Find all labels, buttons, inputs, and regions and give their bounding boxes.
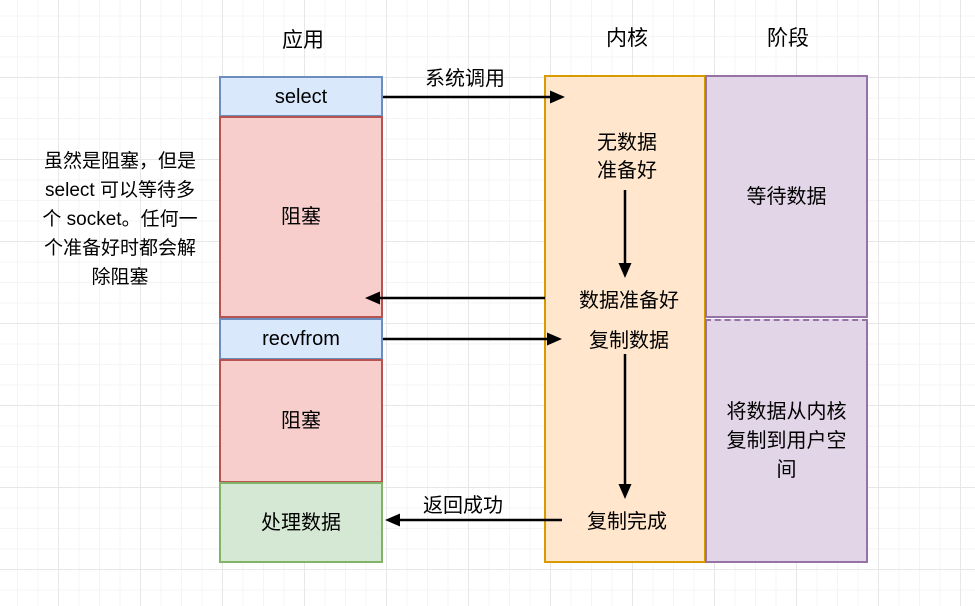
syscall-arrow-label: 系统调用 [425,68,505,90]
kernel-text-copy-data: 复制数据 [589,330,669,352]
blocking-box-2: 阻塞 [219,359,383,483]
blocking-box-1: 阻塞 [219,116,383,318]
column-header-stage: 阶段 [767,27,809,50]
kernel-text-data-ready: 数据准备好 [579,290,679,312]
kernel-text-copy-done: 复制完成 [587,511,667,533]
column-header-kernel: 内核 [606,27,648,50]
stage-copy-box: 将数据从内核 复制到用户空 间 [705,319,868,563]
recvfrom-box: recvfrom [219,318,383,360]
select-box: select [219,76,383,117]
kernel-text-no-data-ready: 无数据 准备好 [597,132,657,182]
process-data-box: 处理数据 [219,482,383,563]
column-header-app: 应用 [282,29,324,52]
return-success-arrow-label: 返回成功 [423,495,503,517]
note-text: 虽然是阻塞，但是 select 可以等待多 个 socket。任何一 个准备好时… [42,151,198,288]
stage-wait-box: 等待数据 [705,75,868,318]
